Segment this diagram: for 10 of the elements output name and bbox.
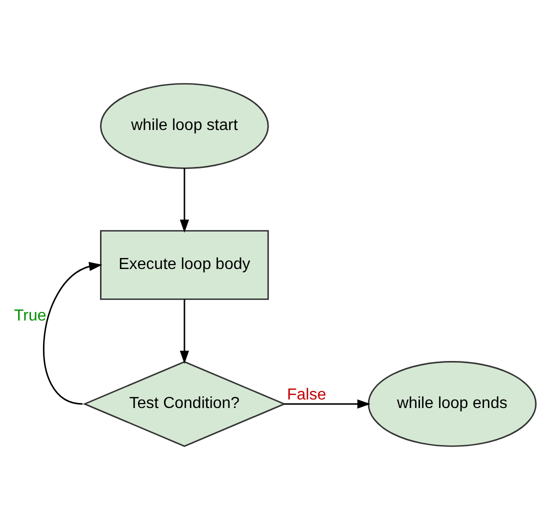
node-ellipse: while loop ends xyxy=(368,361,537,447)
arrow xyxy=(180,299,190,364)
edge-label: False xyxy=(287,386,326,404)
arrow xyxy=(284,399,370,409)
node-diamond: Test Condition? xyxy=(82,360,286,447)
arrow xyxy=(43,262,102,405)
node-ellipse: while loop start xyxy=(100,83,269,169)
edge-label: True xyxy=(14,308,46,325)
node-box: Execute loop body xyxy=(100,230,269,300)
arrow xyxy=(180,168,190,233)
